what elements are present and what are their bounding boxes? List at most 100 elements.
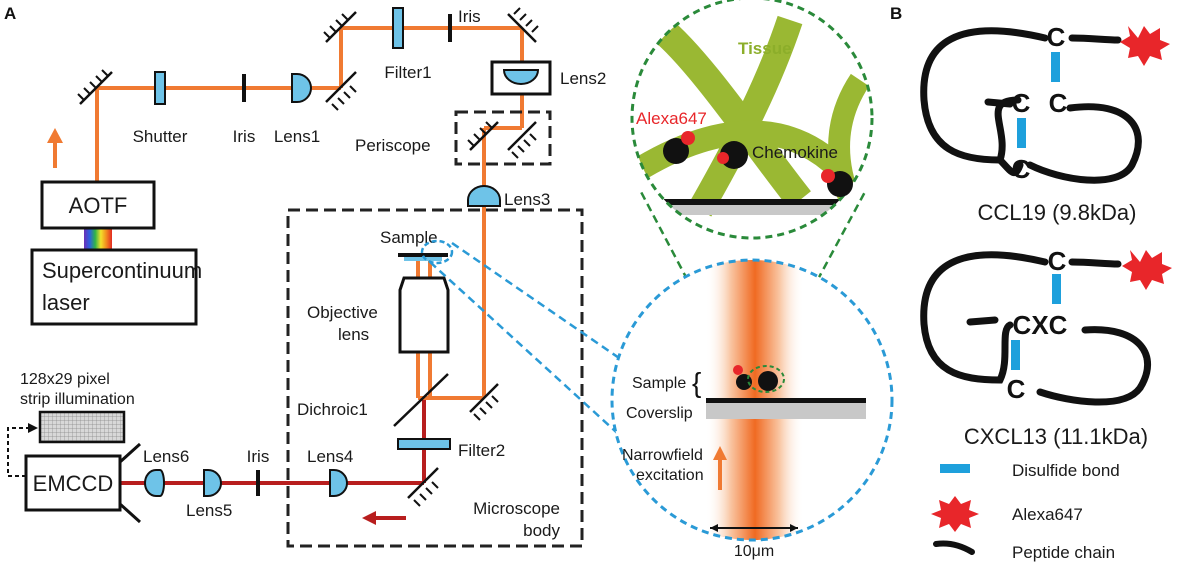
laser-label-2: laser (42, 290, 90, 315)
lens-3-label: Lens3 (504, 190, 550, 209)
ccl19-disulfide-1 (1051, 52, 1060, 82)
legend-alexa-icon (931, 496, 979, 532)
cxcl13-disulfide-1 (1052, 274, 1061, 304)
periscope-mirror-left-icon (467, 121, 499, 151)
zoom-line-bottom (429, 261, 707, 515)
sample-inset: Sample { Coverslip Narrowfield excitatio… (610, 258, 894, 560)
lens-5-label: Lens5 (186, 501, 232, 520)
tissue-fiber-2 (688, 15, 803, 217)
coverslip (706, 403, 866, 419)
lens-1-label: Lens1 (274, 127, 320, 146)
mirror-2-icon (325, 71, 357, 111)
ccl19-label: CCL19 (9.8kDa) (978, 200, 1137, 225)
laser-label-1: Supercontinuum (42, 258, 202, 283)
periscope-label: Periscope (355, 136, 431, 155)
cxcl13-molecule: C CXC C (920, 246, 1172, 406)
panel-label-a: A (4, 4, 16, 23)
legend: Disulfide bond Alexa647 Peptide chain (931, 461, 1120, 562)
periscope-box (454, 110, 552, 166)
tissue-surface (632, 199, 872, 205)
laser-box (30, 248, 198, 326)
filter-1-icon (392, 7, 404, 49)
microscope-label-1: Microscope (473, 499, 560, 518)
cxcl13-atom-1: C (1048, 246, 1067, 276)
cxcl13-atom-2: C (1007, 374, 1026, 404)
filter-2-label: Filter2 (458, 441, 505, 460)
iris-1-label: Iris (233, 127, 256, 146)
ccl19-atom-3: C (1049, 88, 1068, 118)
microscope-body-box (286, 208, 584, 548)
ccl19-atom-1: C (1047, 22, 1066, 52)
legend-alexa-label: Alexa647 (1012, 505, 1083, 524)
lens-6-label: Lens6 (143, 447, 189, 466)
mirror-3-icon (323, 11, 357, 43)
excitation-arrow-icon (713, 446, 727, 490)
sample-label: Sample (380, 228, 438, 247)
panel-label-b: B (890, 4, 902, 23)
scale-label: 10μm (734, 543, 774, 560)
lens-5-icon (203, 469, 222, 497)
strip-label-2: strip illumination (20, 391, 135, 408)
filter-2-icon (397, 438, 451, 450)
cxcl13-cxc: CXC (1013, 310, 1068, 340)
zoom-line-top (451, 241, 623, 362)
cxcl13-label: CXCL13 (11.1kDa) (964, 424, 1148, 449)
lens-6-icon (144, 469, 165, 497)
lens-4-icon (329, 469, 348, 497)
zoom-line-green-right (766, 189, 868, 373)
legend-peptide-swatch (933, 540, 975, 555)
dichroic-1-label: Dichroic1 (297, 400, 368, 419)
legend-disulfide-swatch (940, 464, 970, 473)
objective-label-2: lens (338, 325, 369, 344)
objective-label-1: Objective (307, 303, 378, 322)
coverslip-surface (706, 398, 866, 403)
tissue-coverslip (632, 205, 872, 215)
lens-4-label: Lens4 (307, 447, 353, 466)
tissue-inset: Tissue Alexa647 Chemokine (630, 0, 874, 240)
sample-particle-2 (758, 371, 778, 391)
emccd-label: EMCCD (33, 471, 114, 496)
legend-disulfide-label: Disulfide bond (1012, 461, 1120, 480)
ccl19-disulfide-2 (1017, 118, 1026, 148)
filter-1-label: Filter1 (384, 63, 431, 82)
alexa-dot-3 (821, 169, 835, 183)
scale-bar-icon (710, 524, 798, 532)
up-arrow-icon (47, 128, 63, 168)
narrowfield-label-1: Narrowfield (622, 447, 703, 464)
sample-particle-1 (736, 374, 752, 390)
ccl19-atom-2: C (1012, 88, 1031, 118)
alexa-label: Alexa647 (636, 109, 707, 128)
iris-2-label: Iris (458, 7, 481, 26)
ccl19-atom-4: C (1012, 154, 1031, 184)
emccd-box (24, 454, 122, 512)
tissue-fiber-3 (632, 120, 849, 186)
sample-brace-icon: { (692, 367, 701, 398)
aotf-box (40, 180, 156, 230)
sample-zoom-ring-green (747, 365, 785, 393)
mirror-6-icon (407, 467, 439, 507)
dashed-arrow-icon (7, 423, 38, 477)
strip-illumination-icon (38, 410, 126, 444)
lens-2-label: Lens2 (560, 69, 606, 88)
periscope-mirror-right-icon (507, 121, 537, 159)
lens-1-icon (291, 73, 312, 103)
legend-peptide-label: Peptide chain (1012, 543, 1115, 562)
objective-lens-icon (398, 276, 450, 354)
inset-coverslip-label: Coverslip (626, 405, 693, 422)
lens-2-icon (490, 60, 552, 96)
zoom-line-green-left (638, 189, 738, 373)
rainbow-beam (84, 228, 112, 250)
cxcl13-disulfide-2 (1011, 340, 1020, 370)
mirror-4-icon (507, 7, 539, 43)
narrowfield-label-2: excitation (636, 467, 704, 484)
inset-sample-label: Sample (632, 375, 686, 392)
sample-alexa-1 (733, 365, 743, 375)
tissue-label: Tissue (738, 39, 792, 58)
chemokine-label: Chemokine (752, 143, 838, 162)
shutter-label: Shutter (133, 127, 188, 146)
ccl19-alexa-icon (1120, 26, 1170, 66)
alexa-dot-1 (681, 131, 695, 145)
sample-slide-icon (398, 253, 448, 261)
tissue-fiber-1 (650, 17, 811, 209)
